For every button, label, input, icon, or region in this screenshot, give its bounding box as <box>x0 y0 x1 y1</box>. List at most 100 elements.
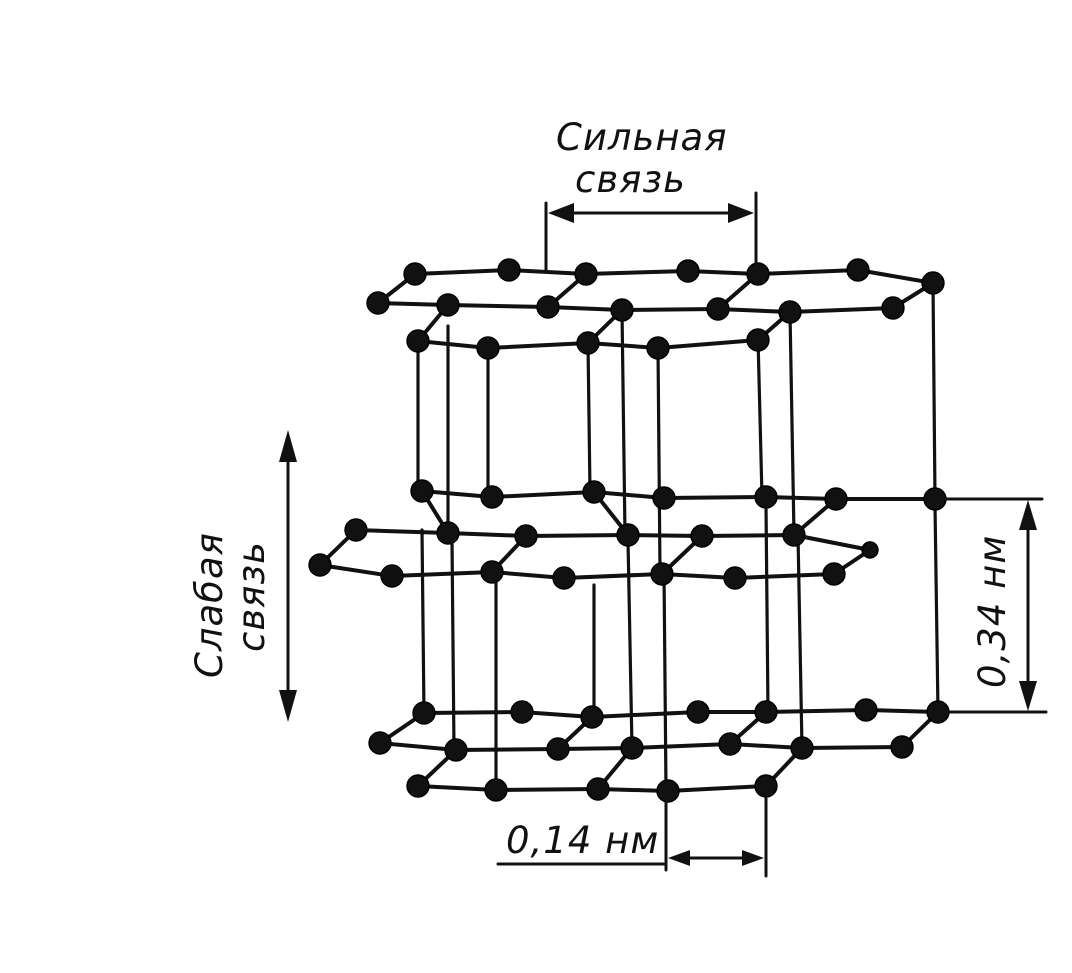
bond <box>584 269 690 276</box>
bond <box>507 268 588 276</box>
carbon-atom <box>782 523 806 547</box>
carbon-atom <box>610 298 634 322</box>
carbon-atom <box>586 777 610 801</box>
interlayer-bond <box>788 310 796 537</box>
bond <box>486 341 590 350</box>
carbon-atom <box>754 774 778 798</box>
carbon-atom <box>552 566 576 590</box>
interlayer-bond <box>420 528 426 717</box>
carbon-atom <box>480 560 504 584</box>
bond <box>662 495 768 500</box>
bond <box>494 787 600 792</box>
carbon-atom <box>926 700 950 724</box>
down-arrowhead-icon <box>1019 681 1037 711</box>
interlayer-bond <box>796 533 804 750</box>
bond <box>660 572 737 580</box>
weak-bond-label-line2: связь <box>230 541 273 652</box>
bond <box>446 531 528 538</box>
interlayer-bond <box>450 538 456 752</box>
top-layer <box>366 258 945 360</box>
carbon-atom <box>410 479 434 503</box>
bond <box>490 490 596 499</box>
left-arrowhead-icon <box>548 203 574 223</box>
carbon-atom <box>846 258 870 282</box>
bond-length-label: 0,14 нм <box>506 819 659 862</box>
strong-bond-label-line1: Сильная <box>556 116 727 159</box>
middle-layer-atoms <box>308 479 947 590</box>
strong-bond-annotation: Сильная связь <box>544 116 758 272</box>
right-arrowhead-icon <box>742 850 764 866</box>
carbon-atom <box>754 700 778 724</box>
carbon-atom <box>778 300 802 324</box>
bond <box>716 307 792 314</box>
carbon-atom <box>436 521 460 545</box>
carbon-atom <box>366 291 390 315</box>
bond <box>666 784 768 793</box>
bond <box>700 533 796 538</box>
top-layer-atoms <box>366 258 945 360</box>
carbon-atom <box>676 259 700 283</box>
carbon-atom <box>650 562 674 586</box>
carbon-atom <box>368 731 392 755</box>
carbon-atom <box>921 271 945 295</box>
carbon-atom <box>406 329 430 353</box>
interlayer-bond <box>933 503 940 714</box>
bond <box>524 533 630 538</box>
carbon-atom <box>822 562 846 586</box>
carbon-atom <box>686 700 710 724</box>
carbon-atom <box>861 541 879 559</box>
carbon-atom <box>881 296 905 320</box>
bond <box>626 533 704 538</box>
bond <box>446 303 550 309</box>
carbon-atom <box>616 523 640 547</box>
weak-bond-label-line1: Слабая <box>188 532 231 678</box>
bond <box>416 339 490 350</box>
carbon-atom <box>890 735 914 759</box>
bond <box>318 563 394 578</box>
carbon-atom <box>536 295 560 319</box>
interlayer-bond <box>620 308 627 537</box>
carbon-atom <box>308 553 332 577</box>
bottom-layer-atoms <box>368 698 950 803</box>
middle-layer <box>308 479 947 590</box>
carbon-atom <box>344 518 368 542</box>
carbon-atom <box>690 524 714 548</box>
bond <box>764 708 868 714</box>
bond <box>864 708 940 714</box>
bond <box>546 305 624 312</box>
carbon-atom <box>546 737 570 761</box>
bond <box>656 338 760 350</box>
bond <box>562 572 664 580</box>
carbon-atom <box>484 778 508 802</box>
interlayer-bond <box>662 570 668 792</box>
interlayer-bond <box>586 341 592 494</box>
bond <box>792 533 872 552</box>
carbon-atom <box>718 732 742 756</box>
down-arrowhead-icon <box>279 690 297 722</box>
carbon-atom <box>723 566 747 590</box>
bond <box>728 742 804 750</box>
interlayer-bond <box>764 503 770 714</box>
carbon-atom <box>576 331 600 355</box>
bond <box>856 268 935 285</box>
carbon-atom <box>854 698 878 722</box>
interlayer-bond <box>756 336 764 499</box>
bond <box>788 306 895 314</box>
carbon-atom <box>646 336 670 360</box>
carbon-atom <box>582 480 606 504</box>
carbon-atom <box>923 487 947 511</box>
carbon-atom <box>514 524 538 548</box>
carbon-atom <box>380 564 404 588</box>
interlayer-bond <box>931 281 937 501</box>
carbon-atom <box>824 487 848 511</box>
bond <box>420 489 494 499</box>
bond <box>620 307 720 312</box>
carbon-atom <box>444 738 468 762</box>
up-arrowhead-icon <box>1019 500 1037 530</box>
strong-bond-label-line2: связь <box>575 158 686 201</box>
bond <box>422 710 524 715</box>
carbon-atom <box>403 262 427 286</box>
interlayer-bond <box>656 346 662 574</box>
carbon-atom <box>406 774 430 798</box>
